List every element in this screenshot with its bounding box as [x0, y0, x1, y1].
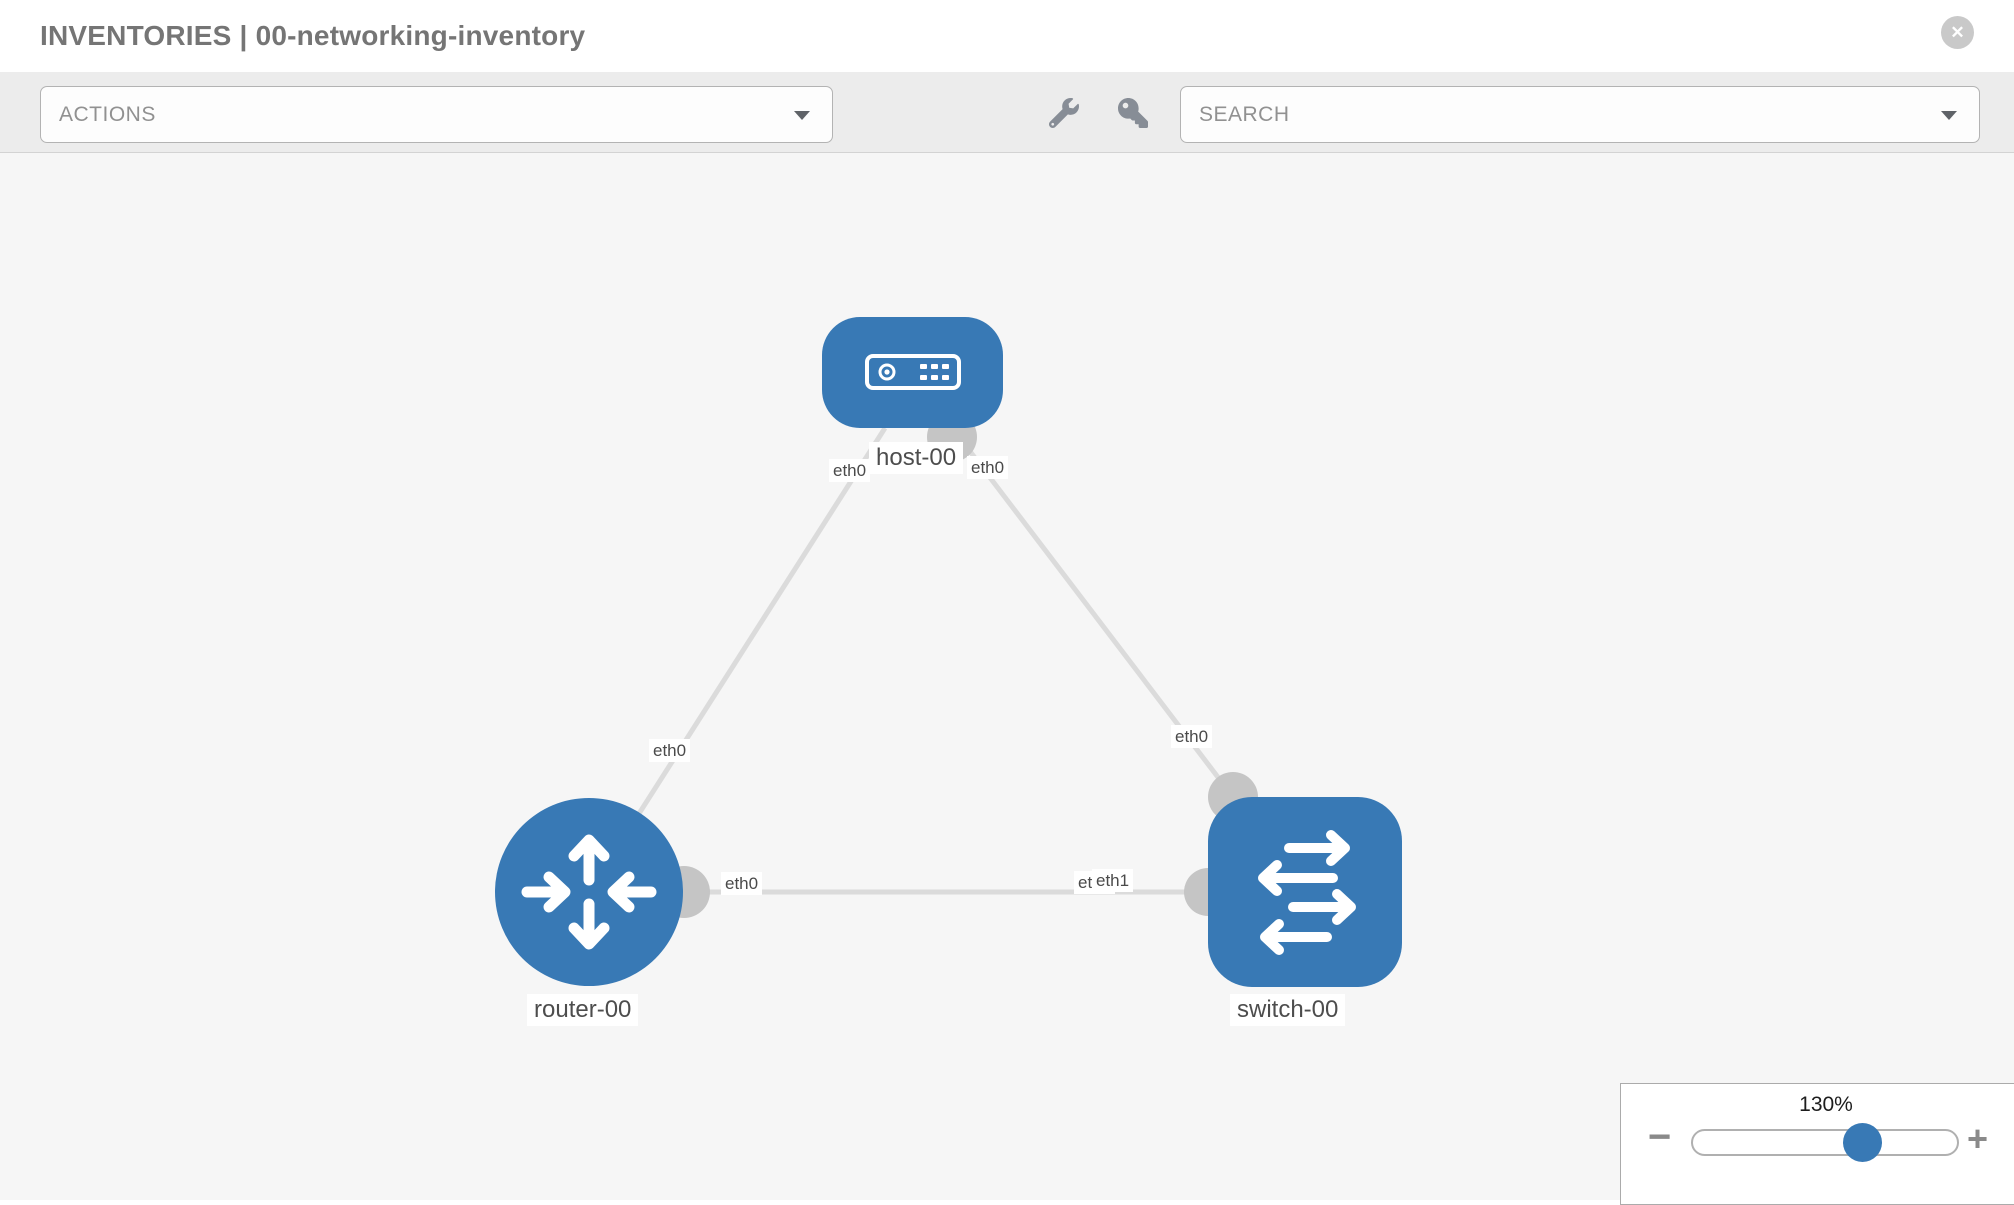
- search-dropdown-label: SEARCH: [1199, 102, 1290, 126]
- interface-label-host-router-router-end: eth0: [649, 739, 691, 763]
- breadcrumb-separator: |: [239, 20, 248, 51]
- node-switch[interactable]: [1208, 797, 1402, 987]
- interface-label-host-switch-switch-end: eth0: [1171, 725, 1213, 749]
- chevron-down-icon: [794, 110, 810, 120]
- zoom-in-button[interactable]: +: [1967, 1121, 1988, 1157]
- zoom-out-button[interactable]: −: [1648, 1117, 1671, 1157]
- topology-canvas[interactable]: eth0 eth0 eth0 eth0 eth0 eth0 eth1 host-…: [0, 153, 2014, 1200]
- wrench-icon: [1048, 98, 1079, 129]
- search-dropdown[interactable]: SEARCH: [1180, 86, 1980, 143]
- breadcrumb-section: INVENTORIES: [40, 20, 232, 51]
- wrench-button[interactable]: [1048, 98, 1080, 129]
- zoom-slider-track[interactable]: [1691, 1129, 1959, 1156]
- inventory-name: 00-networking-inventory: [255, 20, 586, 51]
- interface-label-router-switch-router-end: eth0: [721, 872, 763, 896]
- router-icon: [521, 834, 657, 950]
- node-label-switch: switch-00: [1230, 994, 1346, 1026]
- node-label-host: host-00: [869, 442, 964, 474]
- key-button[interactable]: [1117, 98, 1149, 128]
- close-button[interactable]: ✕: [1941, 16, 1974, 49]
- interface-label-host-switch-host-end: eth0: [967, 456, 1009, 480]
- actions-dropdown-label: ACTIONS: [59, 102, 156, 126]
- zoom-slider-handle[interactable]: [1843, 1123, 1882, 1162]
- interface-label-router-switch-switch-end: eth1: [1092, 869, 1134, 893]
- node-host[interactable]: [822, 317, 1003, 428]
- toolbar: ACTIONS SEARCH: [0, 72, 2014, 153]
- interface-ports: [658, 412, 1258, 918]
- minus-icon: −: [1648, 1115, 1672, 1159]
- chevron-down-icon: [1941, 110, 1957, 120]
- actions-dropdown[interactable]: ACTIONS: [40, 86, 833, 143]
- plus-icon: +: [1967, 1118, 1989, 1159]
- zoom-panel: 130% − +: [1620, 1083, 2014, 1205]
- node-label-router: router-00: [527, 994, 639, 1026]
- close-icon: ✕: [1950, 22, 1965, 42]
- switch-icon: [1258, 830, 1356, 955]
- zoom-level-value: 130%: [1799, 1093, 1853, 1116]
- interface-label-host-router-host-end: eth0: [829, 459, 871, 483]
- node-router[interactable]: [495, 798, 683, 986]
- key-icon: [1118, 98, 1148, 128]
- page-title: INVENTORIES|00-networking-inventory: [40, 20, 593, 52]
- host-icon: [865, 354, 961, 390]
- link-lines: [586, 423, 1235, 895]
- header: INVENTORIES|00-networking-inventory ✕: [0, 0, 2014, 72]
